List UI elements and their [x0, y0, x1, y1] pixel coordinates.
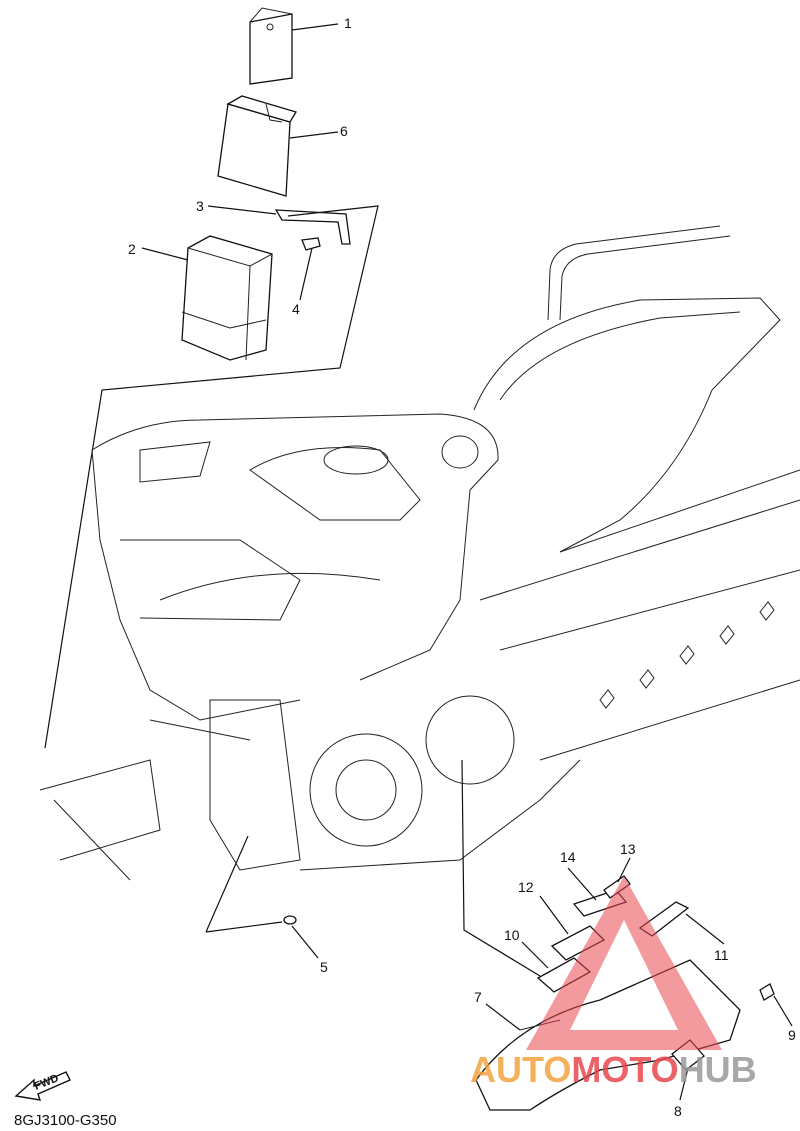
callout-2: 2 [128, 241, 136, 257]
callout-5: 5 [320, 959, 328, 975]
callout-7: 7 [474, 989, 482, 1005]
watermark-auto: AUTO [470, 1049, 571, 1090]
callout-8: 8 [674, 1103, 682, 1119]
part-1-pouch [249, 7, 339, 85]
callout-9: 9 [788, 1027, 796, 1043]
callout-12: 12 [518, 879, 534, 895]
part-6-cover [217, 95, 339, 197]
watermark-hub: HUB [679, 1049, 757, 1090]
callout-4: 4 [292, 301, 300, 317]
part-4-screw [299, 237, 321, 301]
snowmobile-body [39, 225, 800, 881]
callout-6: 6 [340, 123, 348, 139]
callout-13: 13 [620, 841, 636, 857]
callout-3: 3 [196, 198, 204, 214]
part-2-battery [141, 235, 273, 361]
callout-10: 10 [504, 927, 520, 943]
callout-11: 11 [714, 947, 729, 963]
battery-leader-frame [44, 205, 379, 749]
callout-14: 14 [560, 849, 576, 865]
automotohub-watermark [526, 876, 722, 1050]
watermark-moto: MOTO [571, 1049, 678, 1090]
part-5-washer [205, 835, 319, 959]
fwd-arrow-icon: FWD [14, 1071, 71, 1101]
svg-text:AUTOMOTOHUB: AUTOMOTOHUB [470, 1049, 757, 1090]
part-10-leader [461, 759, 541, 977]
part-3-bracket [207, 205, 351, 245]
callout-1: 1 [344, 15, 352, 31]
diagram-code: 8GJ3100-G350 [14, 1112, 117, 1129]
watermark-triangle-logo [526, 876, 722, 1050]
